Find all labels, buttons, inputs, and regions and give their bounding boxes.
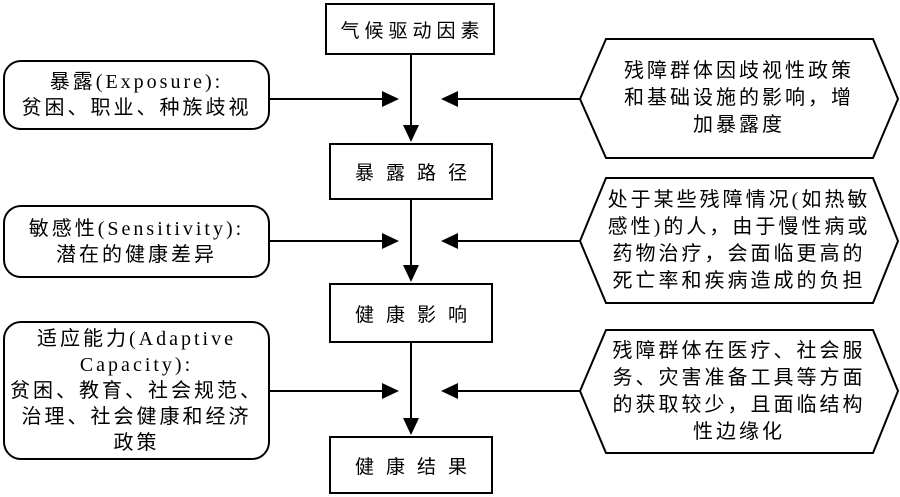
arrow-right-exposure-factor	[270, 91, 399, 107]
arrow-right-adaptive-factor	[270, 383, 399, 399]
hexagon-sensitivity-note-shape	[578, 177, 900, 304]
hexagon-adaptive-note-shape	[578, 329, 900, 454]
sensitivity-factor-box: 敏感性(Sensitivity): 潜在的健康差异	[3, 205, 270, 278]
arrow-down-pathway-to-impacts	[403, 200, 419, 282]
arrow-right-sensitivity-factor	[270, 233, 399, 249]
health-outcomes-box: 健康结果	[329, 436, 493, 494]
health-impacts-box: 健康影响	[329, 283, 493, 343]
exposure-factor-box: 暴露(Exposure): 贫困、职业、种族歧视	[3, 60, 270, 130]
hexagon-exposure-note-shape	[578, 38, 900, 159]
exposure-pathway-box: 暴露路径	[329, 143, 493, 200]
adaptive-note-text: 残障群体在医疗、社会服 务、灾害准备工具等方面 的获取较少，且面临结构 性边缘化	[612, 339, 866, 443]
arrow-left-adaptive-note	[441, 383, 580, 399]
arrow-down-climate-to-pathway	[403, 55, 419, 142]
adaptive-capacity-factor-box: 适应能力(Adaptive Capacity): 贫困、教育、社会规范、 治理、…	[3, 321, 270, 460]
sensitivity-note-text: 处于某些残障情况(如热敏 感性)的人，由于慢性病或 药物治疗，会面临更高的 死亡…	[607, 188, 871, 292]
exposure-note-text: 残障群体因歧视性政策 和基础设施的影响，增 加暴露度	[624, 60, 854, 136]
climate-drivers-box: 气候驱动因素	[325, 3, 495, 55]
arrow-down-impacts-to-outcomes	[403, 343, 419, 435]
arrow-left-exposure-note	[441, 91, 580, 107]
arrow-left-sensitivity-note	[441, 233, 580, 249]
